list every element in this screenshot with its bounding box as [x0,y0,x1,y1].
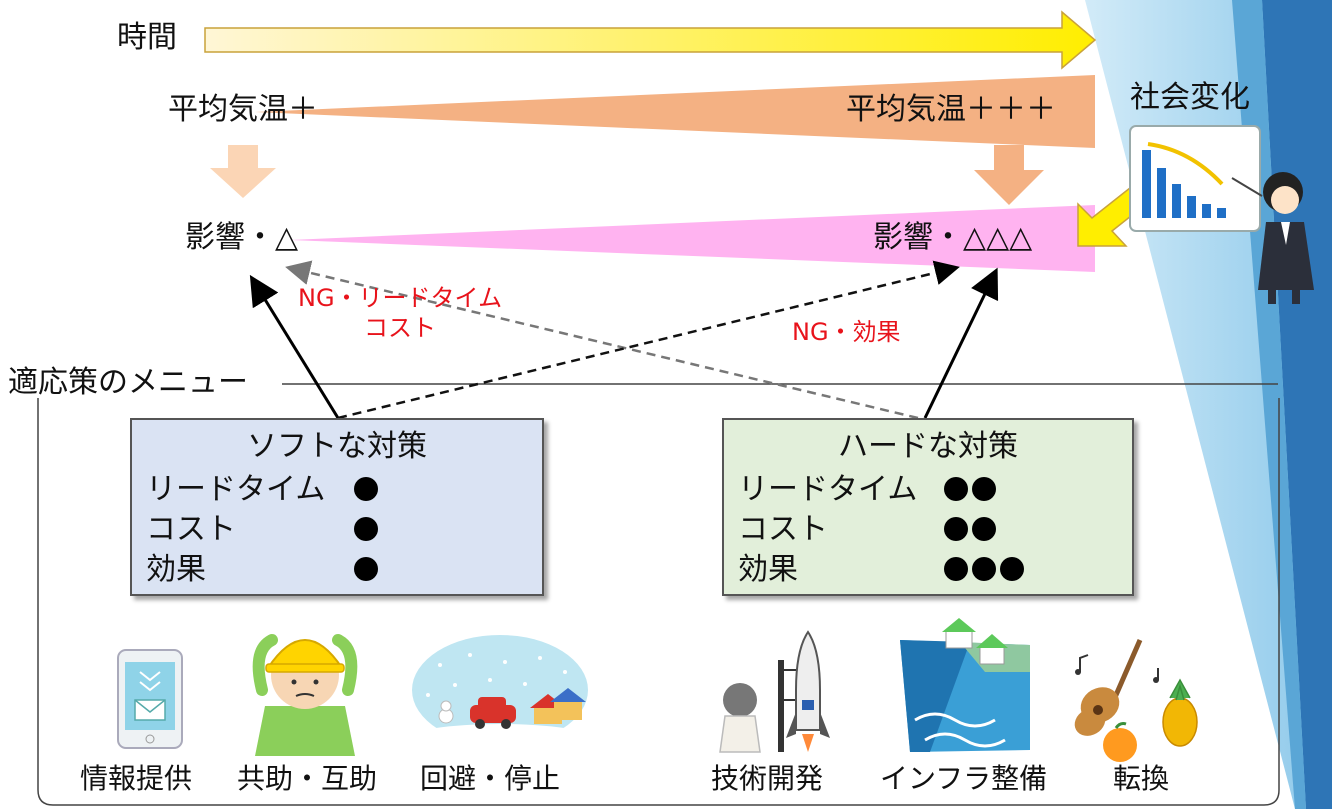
smartphone-icon [117,649,183,749]
down-arrow-right [974,145,1044,205]
measure-label-info: 情報提供 [80,762,193,795]
hard-effect-label: 効果 [738,552,798,587]
measure-label-tech-dev: 技術開発 [711,762,824,795]
river-levee-icon [900,618,1030,752]
time-label: 時間 [117,20,177,55]
impact-end-label: 影響・△△△ [873,220,1033,255]
soft-leadtime-label: リードタイム [146,472,326,507]
measure-label-infrastructure: インフラ整備 [880,762,1048,795]
impact-start-label: 影響・△ [185,220,299,255]
right-warning-label: NG・効果 [792,318,901,346]
measure-label-avoid-stop: 回避・停止 [420,762,561,795]
left-warning-label: NG・リードタイム コスト [298,284,503,342]
temperature-start-label: 平均気温＋ [168,92,318,127]
impact-wedge [290,205,1095,272]
hard-effect-rating [944,557,1024,581]
menu-title: 適応策のメニュー [8,365,248,400]
soft-box-title: ソフトな対策 [247,429,427,464]
soft-effect-rating [354,557,378,581]
time-arrow [204,10,1097,70]
hard-cost-label: コスト [738,512,828,547]
helmet-person-icon [252,634,358,756]
hard-to-impact-arrow [923,267,999,419]
soft-leadtime-rating [354,477,378,501]
down-arrow-left [210,145,276,198]
social-change-label: 社会変化 [1130,80,1250,115]
presenter-illustration [1129,125,1314,304]
rocket-icon [719,630,830,753]
ukulele-fruit-icon [1074,639,1198,762]
soft-to-impact-arrow [249,274,340,419]
temperature-wedge [255,75,1095,148]
soft-cost-rating [354,517,378,541]
soft-to-large-impact-dashed-arrow [337,260,960,420]
measure-label-transition: 転換 [1113,762,1170,795]
measure-label-mutual-aid: 共助・互助 [237,762,378,795]
menu-frame [37,398,1280,806]
temperature-end-label: 平均気温＋＋＋ [846,92,1056,127]
hard-to-small-impact-dashed-arrow [285,260,919,420]
soft-cost-label: コスト [146,512,236,547]
hard-box-title: ハードな対策 [838,429,1018,464]
hard-measures-box: ハードな対策 リードタイム コスト 効果 [722,418,1134,596]
snowstorm-car-icon [408,635,592,752]
soft-measures-box: ソフトな対策 リードタイム コスト 効果 [130,418,544,596]
hard-cost-rating [944,517,996,541]
hard-leadtime-label: リードタイム [738,472,918,507]
soft-effect-label: 効果 [146,552,206,587]
hard-leadtime-rating [944,477,996,501]
